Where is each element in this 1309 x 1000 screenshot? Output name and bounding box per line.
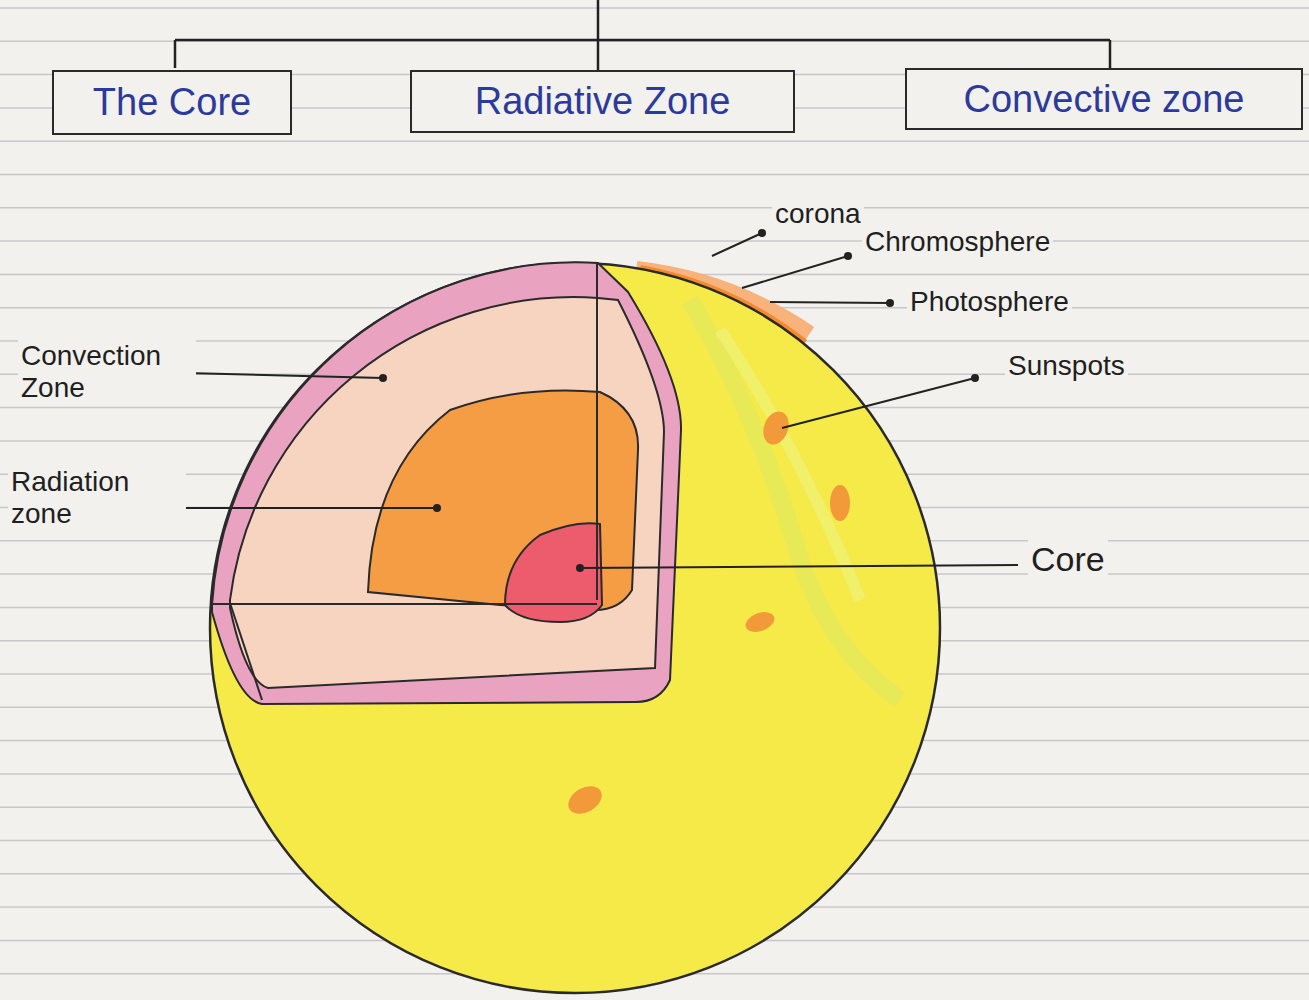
surface-shade [720,330,860,600]
ruled-line [0,240,1309,242]
sunspots-label: Sunspots [1005,350,1128,382]
leader-lines [152,233,1018,568]
ruled-line [0,174,1309,176]
heading-box: Radiative Zone [410,70,795,133]
heading-text: The Core [93,81,251,124]
ruled-line [0,140,1309,142]
bracket [175,0,1110,70]
zone-label: Convection Zone [18,340,196,404]
ruled-line [0,7,1309,9]
heading-text: Convective zone [964,78,1245,121]
sun-disc [210,263,940,993]
corona-label: corona [772,198,864,230]
heading-box: The Core [52,70,292,135]
cut-edges [212,263,597,700]
heading-box: Convective zone [905,68,1303,130]
ruled-line [0,41,1309,43]
core-label: Core [1028,540,1108,579]
convection-layer [230,297,664,688]
photosphere-label: Photosphere [907,286,1072,318]
leader-dots [145,229,979,572]
chromosphere-label: Chromosphere [862,226,1053,258]
core-layer [505,523,602,622]
photosphere-layer [212,262,681,704]
ruled-line [0,207,1309,209]
zone-label: Radiation zone [8,466,186,530]
heading-text: Radiative Zone [475,80,731,123]
surface-shade [690,300,900,700]
